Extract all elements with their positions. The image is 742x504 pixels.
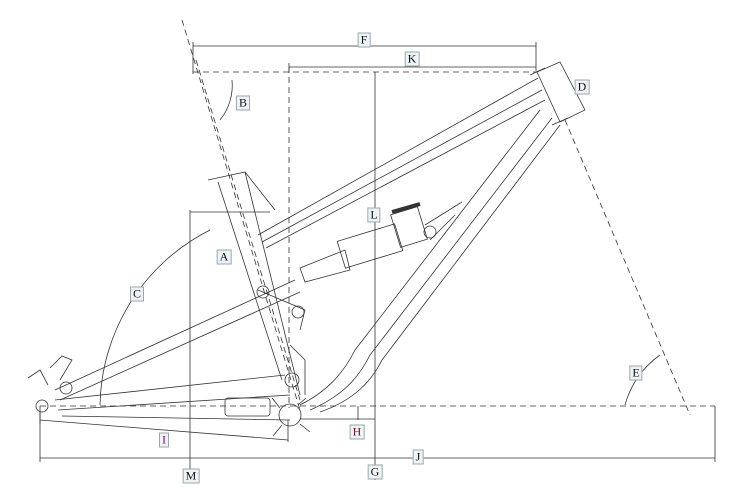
dimension-label-l: L [367,207,381,223]
dimension-label-h: H [349,424,365,440]
rear-shock [299,201,463,283]
dimension-label-k: K [404,51,420,67]
dimension-label-m: M [182,468,200,484]
rear-dropout [27,355,73,413]
dimension-label-d: D [574,79,590,95]
dimension-label-g: G [367,464,383,480]
chain-stay [54,344,306,421]
bottom-bracket [271,397,311,437]
dimension-label-b: B [235,95,251,111]
dimension-label-c: C [129,286,145,302]
dimension-lines [39,42,716,480]
down-tube [299,109,561,413]
seat-stay [54,279,306,401]
seat-tube [207,171,301,396]
head-tube [529,61,586,126]
dimension-label-j: J [412,449,424,465]
dimension-label-e: E [629,365,643,381]
dimension-label-i: I [159,432,169,448]
dimension-label-a: A [216,249,232,265]
dimension-label-f: F [357,32,371,48]
top-tube [257,77,546,249]
